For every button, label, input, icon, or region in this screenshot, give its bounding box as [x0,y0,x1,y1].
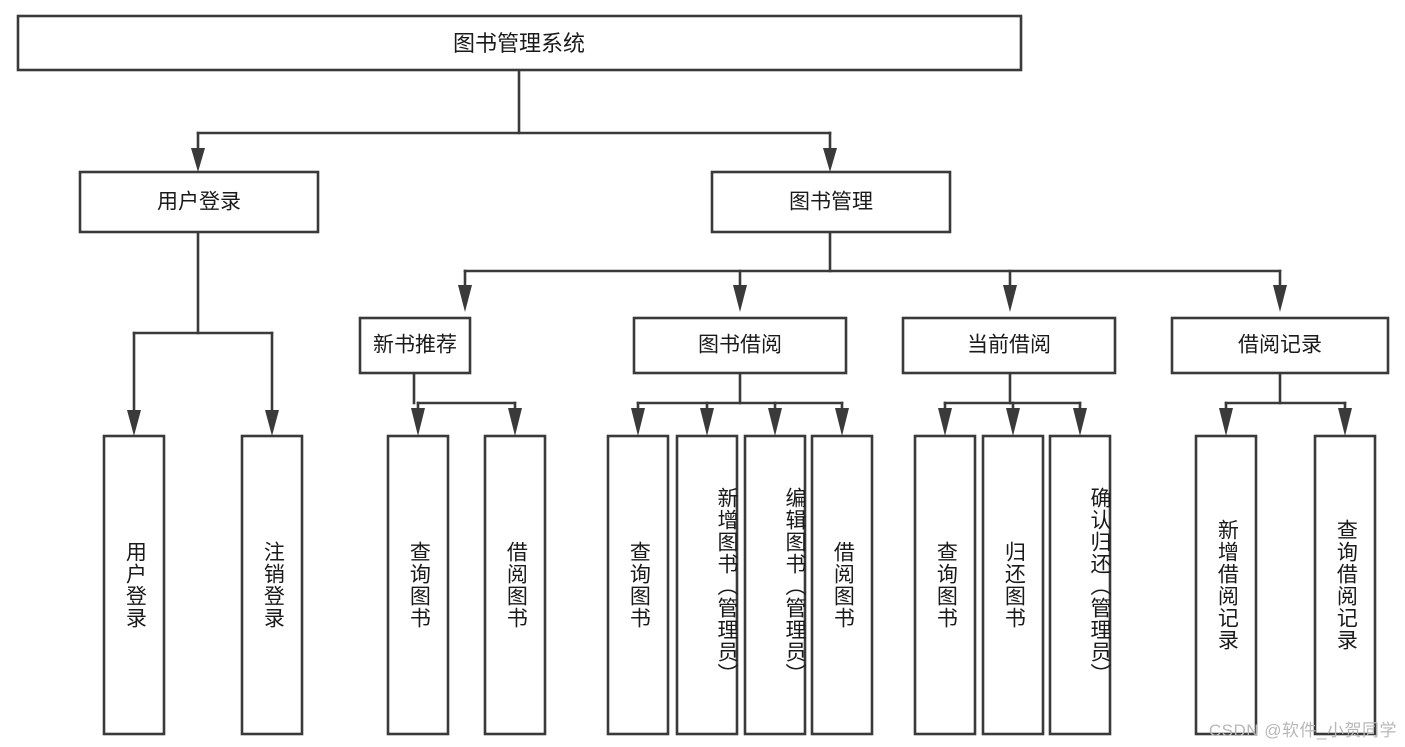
leaf-box-user-login-2[interactable] [240,434,304,736]
arrow-head-bookborrow-child-1 [631,408,645,436]
connector-group-userlogin [127,230,279,436]
node-book-management-box[interactable] [710,170,952,234]
arrow-head-bookborrow-child-3 [768,408,782,436]
arrow-head-currentborrow-child-3 [1073,408,1087,436]
arrow-head-bookborrow-child-4 [835,408,849,436]
node-root-box[interactable] [16,14,1023,72]
arrow-head-root-to-bookmgmt [823,148,837,172]
arrow-head-userlogin-child-2 [265,410,279,436]
node-new-book-recommend[interactable]: 新书推荐 [358,316,472,375]
node-current-borrow-box[interactable] [901,316,1117,375]
node-user-login-label: 用户登录 [157,191,241,214]
arrow-head-root-to-userlogin [191,148,205,172]
node-book-borrow[interactable]: 图书借阅 [632,316,848,375]
arrow-head-borrowrecord-child-1 [1219,408,1233,436]
node-new-book-recommend-box[interactable] [358,316,472,375]
arrow-head-newbook-child-2 [508,408,522,436]
node-borrow-record-label: 借阅记录 [1238,334,1322,357]
arrow-head-bookmgmt-child-3 [1003,285,1017,312]
leaf-box-book-borrow-2[interactable] [675,434,739,736]
connector-group-newbook [411,371,522,436]
connector-group-bookborrow [631,371,849,436]
node-book-management-label: 图书管理 [789,191,873,214]
leaf-box-book-borrow-1[interactable] [606,434,670,736]
node-borrow-record-box[interactable] [1170,316,1390,375]
arrow-head-bookmgmt-child-2 [733,285,747,312]
connector-group-borrowrecord [1219,371,1352,436]
node-user-login-box[interactable] [78,170,320,234]
arrow-head-bookmgmt-child-1 [458,285,472,312]
arrow-head-userlogin-child-1 [127,410,141,436]
arrow-head-bookmgmt-child-4 [1273,285,1287,312]
node-root[interactable]: 图书管理系统 [16,14,1023,72]
arrow-head-newbook-child-1 [411,408,425,436]
leaf-box-new-book-2[interactable] [483,434,547,736]
node-new-book-recommend-label: 新书推荐 [373,334,457,357]
node-book-borrow-box[interactable] [632,316,848,375]
leaf-box-current-borrow-2[interactable] [981,434,1045,736]
node-user-login[interactable]: 用户登录 [78,170,320,234]
node-current-borrow-label: 当前借阅 [967,334,1051,357]
leaf-box-borrow-record-2[interactable] [1313,434,1377,736]
arrow-head-bookborrow-child-2 [700,408,714,436]
connector-group-bookmgmt [458,230,1287,312]
arrow-head-borrowrecord-child-2 [1338,408,1352,436]
leaf-box-new-book-1[interactable] [386,434,450,736]
node-current-borrow[interactable]: 当前借阅 [901,316,1117,375]
arrow-head-currentborrow-child-2 [1006,408,1020,436]
node-book-borrow-label: 图书借阅 [698,334,782,357]
leaf-box-user-login-1[interactable] [102,434,166,736]
leaf-boxes-group [102,434,1377,736]
node-borrow-record[interactable]: 借阅记录 [1170,316,1390,375]
leaf-box-borrow-record-1[interactable] [1194,434,1258,736]
leaf-box-book-borrow-4[interactable] [810,434,874,736]
leaf-box-current-borrow-3[interactable] [1048,434,1112,736]
leaf-box-book-borrow-3[interactable] [743,434,807,736]
node-book-management[interactable]: 图书管理 [710,170,952,234]
connector-group-root [191,68,837,172]
node-root-label: 图书管理系统 [453,31,585,56]
arrow-head-currentborrow-child-1 [938,408,952,436]
connector-group-currentborrow [938,371,1087,436]
leaf-box-current-borrow-1[interactable] [913,434,977,736]
